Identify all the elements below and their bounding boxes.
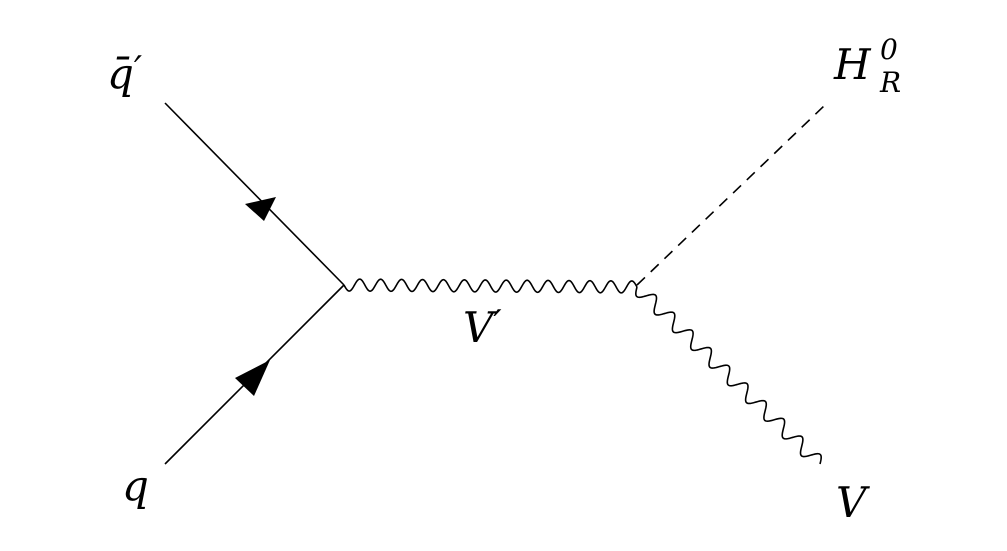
quark-label: q xyxy=(122,461,149,510)
higgs-label: H xyxy=(833,40,872,89)
propagator-wave xyxy=(343,278,638,294)
outgoing-boson-wave xyxy=(635,286,822,465)
boson-label: V xyxy=(836,478,870,527)
higgs-subscript: R xyxy=(879,66,901,99)
quark-arrow xyxy=(235,360,270,396)
antiquark-label: q̄′ xyxy=(107,49,142,98)
propagator-label: V′ xyxy=(463,303,502,352)
antiquark-arrow xyxy=(245,197,276,221)
higgs-superscript: 0 xyxy=(880,33,898,66)
higgs-dashed-line xyxy=(636,105,825,286)
antiquark-line xyxy=(164,102,345,286)
